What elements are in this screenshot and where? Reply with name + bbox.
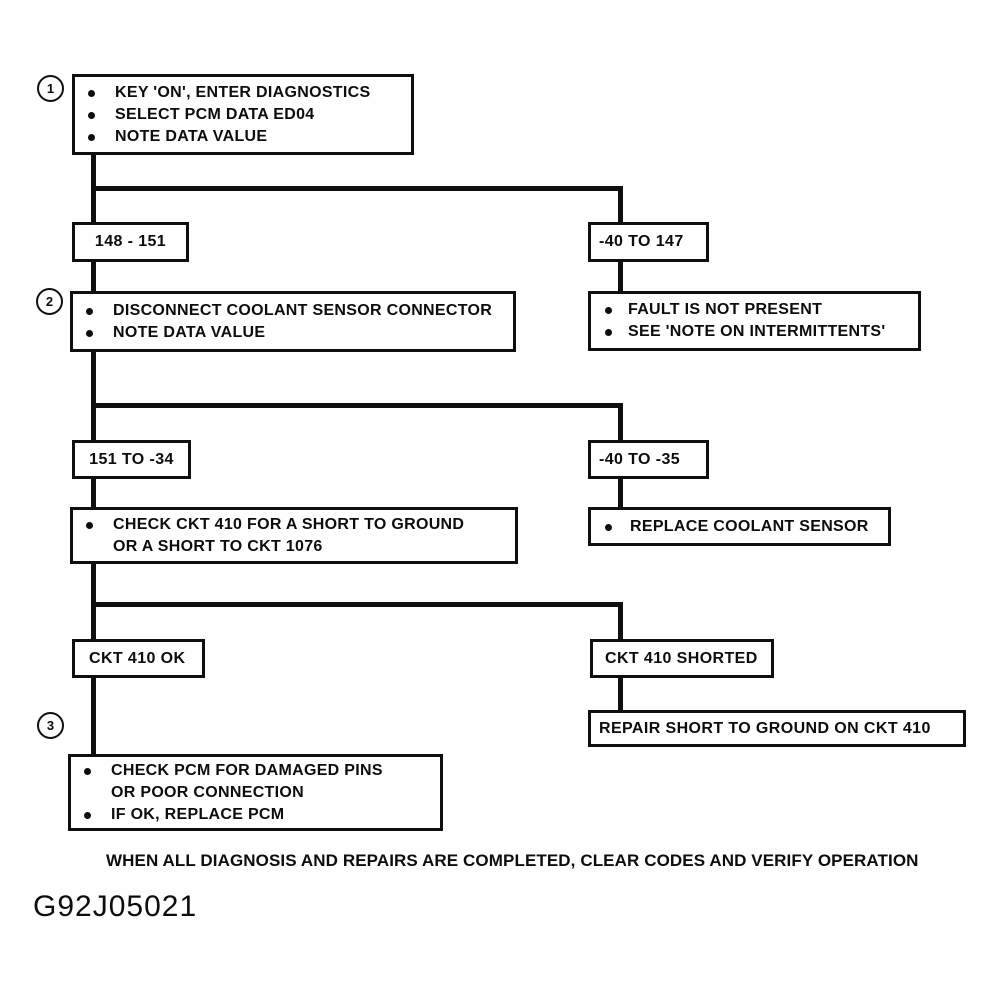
step-marker-2: 2 [36,288,63,315]
connector-line [618,678,623,711]
range-label: -40 TO -35 [599,450,681,468]
node-check-pcm: CHECK PCM FOR DAMAGED PINS OR POOR CONNE… [68,754,443,831]
node-step2-actions: DISCONNECT COOLANT SENSOR CONNECTOR NOTE… [70,291,516,352]
node-range-148-151: 148 - 151 [72,222,189,262]
node-range-neg40-147: -40 TO 147 [588,222,709,262]
connector-line [91,602,623,607]
node-range-151-neg34: 151 TO -34 [72,440,191,479]
connector-line [618,262,623,292]
bullet-row: CHECK PCM FOR DAMAGED PINS OR POOR CONNE… [71,760,440,804]
connector-line [91,262,96,292]
bullet-row: SEE 'NOTE ON INTERMITTENTS' [591,321,918,343]
bullet-text: NOTE DATA VALUE [113,323,266,341]
bullet-text: FAULT IS NOT PRESENT [628,301,823,318]
bullet-icon [84,767,91,775]
bullet-icon [84,811,91,819]
bullet-text: SELECT PCM DATA ED04 [115,105,315,123]
step-marker-label: 1 [46,81,55,96]
node-repair-short-ckt-410: REPAIR SHORT TO GROUND ON CKT 410 [588,710,966,747]
result-label: CKT 410 OK [89,649,186,667]
bullet-icon [88,111,95,119]
bullet-icon [605,523,612,531]
bullet-row: REPLACE COOLANT SENSOR [591,516,888,538]
step-marker-label: 3 [46,718,55,733]
completion-note: WHEN ALL DIAGNOSIS AND REPAIRS ARE COMPL… [106,851,919,870]
bullet-row: NOTE DATA VALUE [75,126,411,148]
connector-line [91,352,96,441]
range-label: 151 TO -34 [89,450,174,468]
connector-line [91,562,96,640]
bullet-icon [86,521,93,529]
connector-line [91,479,96,508]
bullet-text: SEE 'NOTE ON INTERMITTENTS' [628,323,886,340]
bullet-text: REPLACE COOLANT SENSOR [630,517,869,535]
bullet-row: NOTE DATA VALUE [73,322,513,344]
connector-line [91,186,623,191]
bullet-icon [605,329,612,336]
bullet-text: CHECK CKT 410 FOR A SHORT TO GROUND OR A… [113,515,465,555]
range-label: -40 TO 147 [599,233,684,250]
bullet-row: IF OK, REPLACE PCM [71,804,440,826]
node-ckt-410-ok: CKT 410 OK [72,639,205,678]
step-marker-1: 1 [37,75,64,102]
bullet-row: DISCONNECT COOLANT SENSOR CONNECTOR [73,300,513,322]
bullet-icon [88,89,95,97]
figure-id: G92J05021 [33,890,198,923]
bullet-row: CHECK CKT 410 FOR A SHORT TO GROUND OR A… [73,514,515,558]
bullet-icon [605,307,612,314]
bullet-icon [86,307,93,315]
step-marker-3: 3 [37,712,64,739]
bullet-icon [86,329,93,337]
connector-line [91,403,623,408]
bullet-text: CHECK PCM FOR DAMAGED PINS OR POOR CONNE… [111,761,383,801]
bullet-row: KEY 'ON', ENTER DIAGNOSTICS [75,82,411,104]
bullet-icon [88,133,95,141]
bullet-text: NOTE DATA VALUE [115,127,268,145]
node-fault-not-present: FAULT IS NOT PRESENT SEE 'NOTE ON INTERM… [588,291,921,351]
connector-line [618,602,623,640]
connector-line [618,186,623,223]
node-check-ckt-410: CHECK CKT 410 FOR A SHORT TO GROUND OR A… [70,507,518,564]
bullet-text: IF OK, REPLACE PCM [111,805,285,823]
connector-line [618,403,623,441]
bullet-row: FAULT IS NOT PRESENT [591,299,918,321]
node-step1-actions: KEY 'ON', ENTER DIAGNOSTICS SELECT PCM D… [72,74,414,155]
bullet-text: DISCONNECT COOLANT SENSOR CONNECTOR [113,301,493,319]
action-label: REPAIR SHORT TO GROUND ON CKT 410 [599,719,931,737]
step-marker-label: 2 [45,294,54,309]
node-ckt-410-shorted: CKT 410 SHORTED [590,639,774,678]
bullet-text: KEY 'ON', ENTER DIAGNOSTICS [115,83,371,101]
node-replace-coolant-sensor: REPLACE COOLANT SENSOR [588,507,891,546]
node-range-neg40-neg35: -40 TO -35 [588,440,709,479]
range-label: 148 - 151 [94,233,167,250]
bullet-row: SELECT PCM DATA ED04 [75,104,411,126]
connector-line [91,678,96,755]
connector-line [618,479,623,508]
result-label: CKT 410 SHORTED [605,649,758,667]
